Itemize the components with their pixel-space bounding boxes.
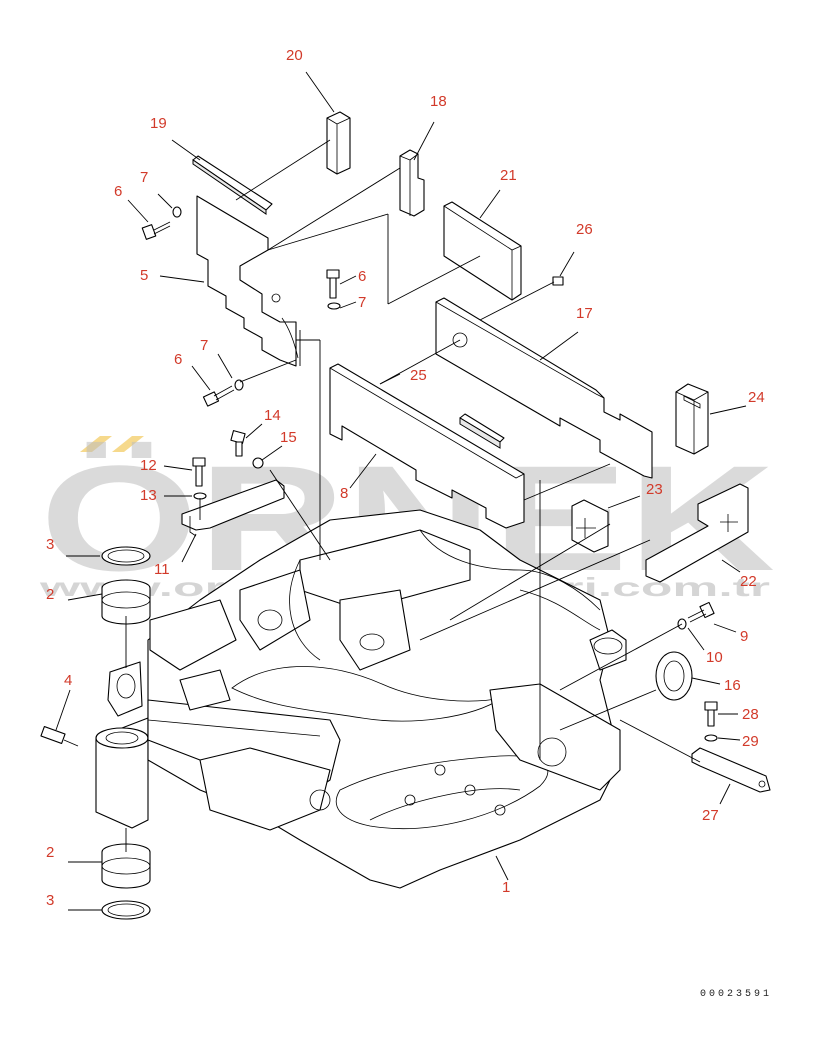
drawing-number: 00023591	[700, 989, 772, 1000]
callout-24: 24	[748, 389, 765, 406]
callout-23: 23	[646, 481, 663, 498]
callout-6c: 6	[174, 351, 182, 368]
callout-2a: 2	[46, 586, 54, 603]
callouts: 20 18 19 21 7 6 26 5 6 7 17 7 6 25 24 14…	[46, 47, 765, 909]
bolt-6-upper	[141, 221, 171, 240]
callout-7b: 7	[358, 294, 366, 311]
callout-12: 12	[140, 457, 157, 474]
callout-22: 22	[740, 573, 757, 590]
bolt-28	[704, 701, 718, 727]
ring-3-lower-inner	[107, 903, 145, 917]
callout-2b: 2	[46, 844, 54, 861]
seal-16	[655, 651, 693, 701]
bolt-14	[230, 430, 246, 457]
part-23-block	[571, 499, 609, 553]
part-21-panel	[443, 201, 522, 301]
part-27-bracket	[691, 747, 771, 793]
callout-20: 20	[286, 47, 303, 64]
callout-19: 19	[150, 115, 167, 132]
washer-7-middle	[327, 302, 341, 310]
callout-3b: 3	[46, 892, 54, 909]
part-8-plate	[329, 363, 525, 529]
part-25-strip	[459, 413, 505, 449]
part-18-block	[399, 149, 425, 217]
callout-26: 26	[576, 221, 593, 238]
part-17-panel	[435, 297, 653, 479]
callout-28: 28	[742, 706, 759, 723]
leader-lines	[55, 71, 747, 911]
callout-25: 25	[410, 367, 427, 384]
callout-7c: 7	[200, 337, 208, 354]
callout-27: 27	[702, 807, 719, 824]
bolt-6-middle	[326, 269, 340, 299]
part-22-block	[645, 483, 749, 583]
washer-7-upper	[172, 206, 182, 218]
ring-3-upper-inner	[107, 549, 145, 563]
part-20-block	[326, 111, 351, 175]
bushing-2-lower	[101, 843, 151, 889]
callout-11: 11	[154, 561, 170, 578]
bolt-9	[687, 601, 715, 623]
bolt-6-lower	[202, 385, 235, 407]
callout-3a: 3	[46, 536, 54, 553]
callout-10: 10	[706, 649, 723, 666]
callout-13: 13	[140, 487, 157, 504]
callout-1: 1	[502, 879, 510, 896]
callout-17: 17	[576, 305, 593, 322]
callout-15: 15	[280, 429, 297, 446]
part-26-pad	[552, 276, 564, 286]
bushing-2-upper	[101, 579, 151, 625]
callout-9: 9	[740, 628, 748, 645]
watermark-accent-right	[112, 436, 144, 452]
callout-5: 5	[140, 267, 148, 284]
part-19-strip	[192, 155, 273, 215]
bolt-12	[192, 457, 206, 487]
washer-15	[252, 457, 264, 469]
callout-8: 8	[340, 485, 348, 502]
callout-4: 4	[64, 672, 72, 689]
fitting-4	[40, 725, 79, 747]
part-24-block	[675, 383, 709, 455]
callout-29: 29	[742, 733, 759, 750]
part-5-plate	[196, 195, 299, 367]
callout-18: 18	[430, 93, 447, 110]
callout-6b: 6	[358, 268, 366, 285]
callout-16: 16	[724, 677, 741, 694]
callout-14: 14	[264, 407, 281, 424]
callout-21: 21	[500, 167, 517, 184]
watermark-accent-left	[80, 436, 112, 452]
callout-7a: 7	[140, 169, 148, 186]
callout-6a: 6	[114, 183, 122, 200]
washer-7-lower	[234, 379, 244, 391]
washer-29	[704, 734, 718, 742]
